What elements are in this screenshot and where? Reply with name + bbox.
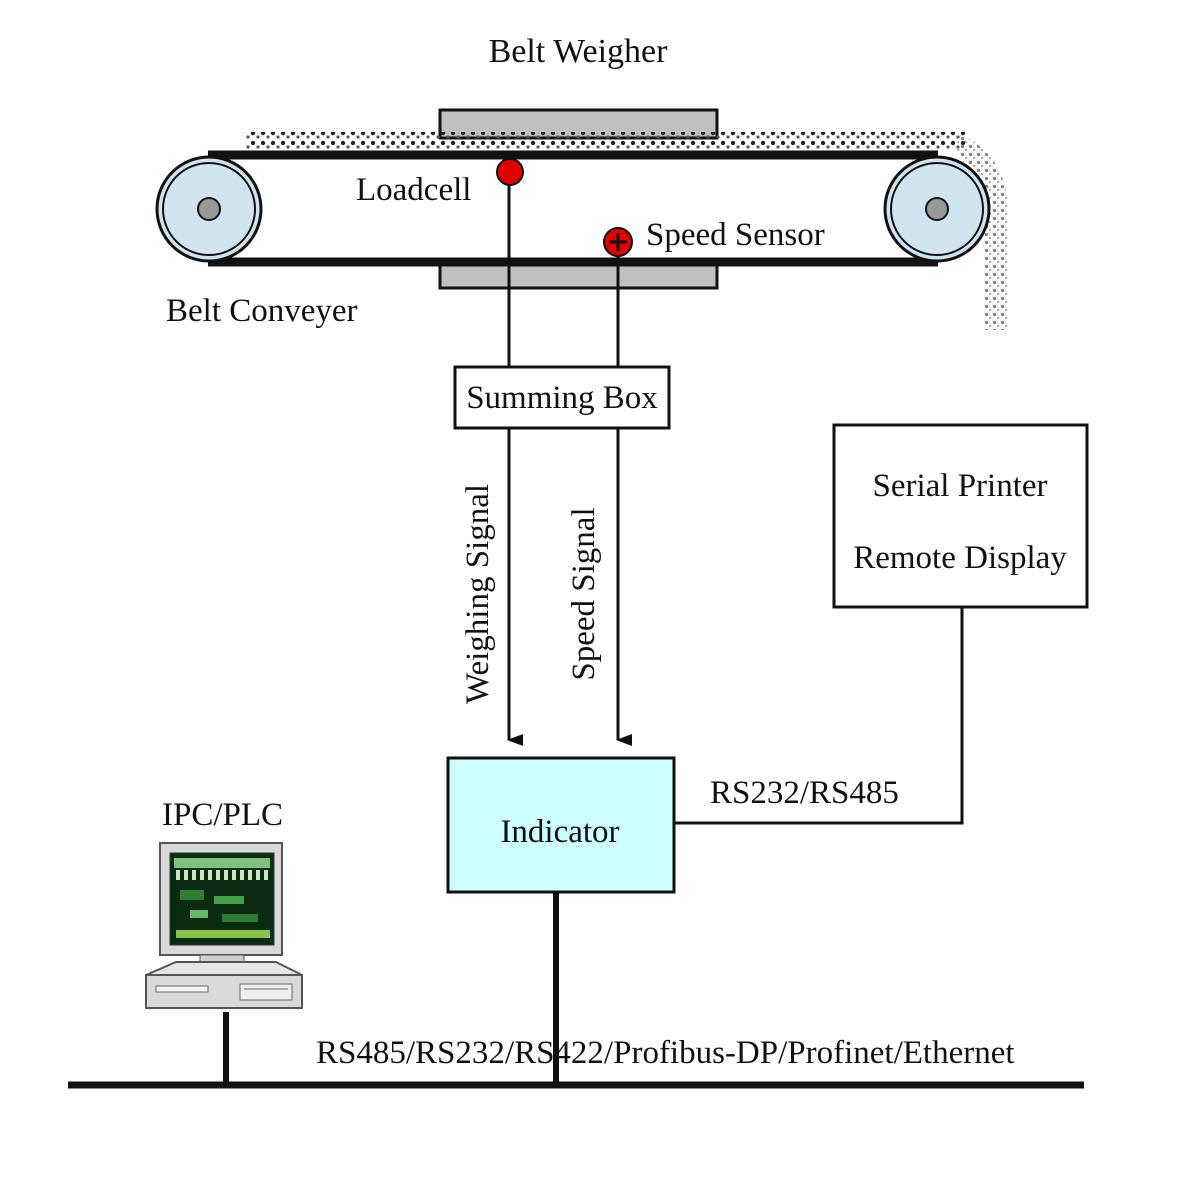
- diagram-title: Belt Weigher: [489, 33, 669, 70]
- left-roller: [155, 155, 263, 263]
- indicator-label: Indicator: [500, 814, 619, 850]
- summing-box-label: Summing Box: [466, 380, 658, 416]
- rs232-rs485-label: RS232/RS485: [710, 775, 899, 811]
- serial-printer-box: [832, 423, 1089, 609]
- rs232-connection: [674, 607, 964, 825]
- speed-sensor-marker-icon: [603, 227, 633, 257]
- indicator-box: [446, 756, 676, 894]
- remote-display-label: Remote Display: [853, 540, 1067, 576]
- belt-material: [245, 132, 965, 150]
- ipc-plc-label: IPC/PLC: [162, 797, 283, 833]
- falling-material: [955, 135, 1008, 330]
- serial-printer-label: Serial Printer: [872, 468, 1047, 504]
- bus-label: RS485/RS232/RS422/Profibus-DP/Profinet/E…: [316, 1035, 1015, 1071]
- loadcell-marker-icon: [496, 158, 524, 186]
- speed-signal-label: Speed Signal: [566, 507, 602, 680]
- belt-conveyer-label: Belt Conveyer: [166, 293, 358, 329]
- weighing-signal-label: Weighing Signal: [460, 484, 496, 704]
- computer-icon: [145, 842, 303, 1009]
- speed-sensor-label: Speed Sensor: [646, 217, 825, 253]
- loadcell-label: Loadcell: [356, 172, 471, 208]
- right-roller: [883, 155, 991, 263]
- summing-box: [453, 365, 671, 430]
